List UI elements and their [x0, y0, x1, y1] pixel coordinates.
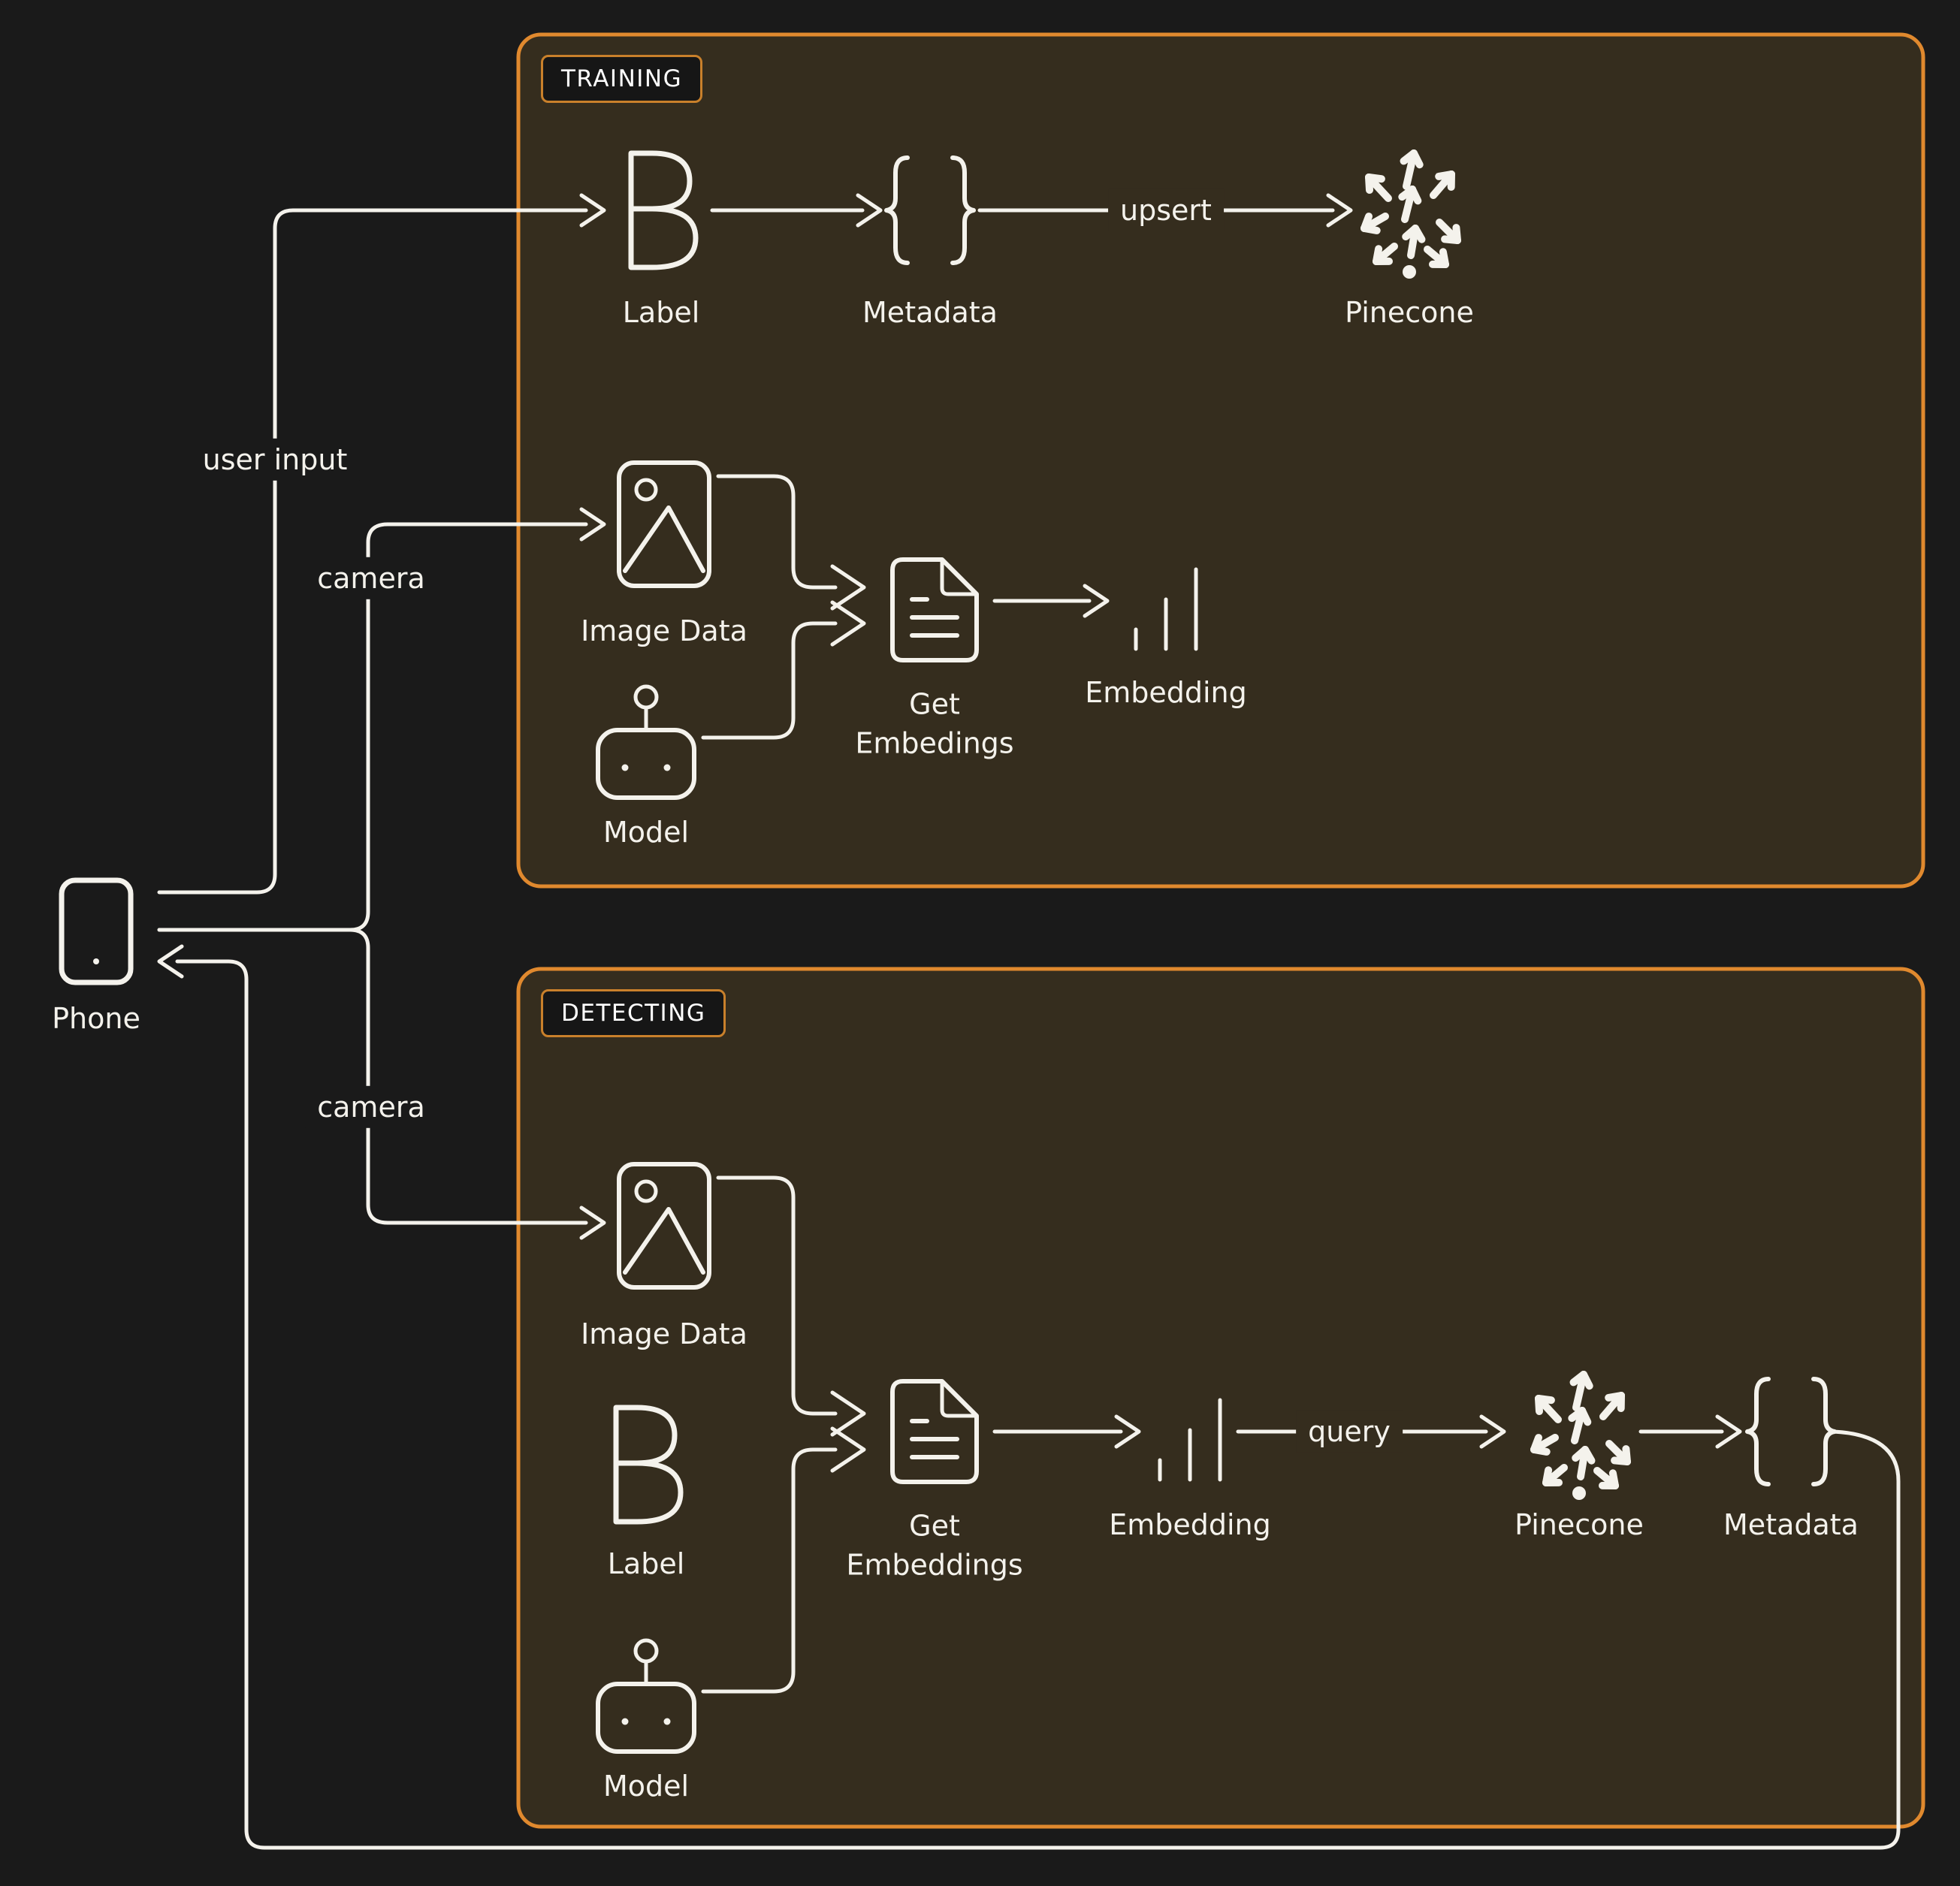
edge-camera-detecting — [157, 928, 588, 1225]
t-pinecone-label: Pinecone — [1345, 295, 1474, 329]
bars-icon — [1134, 567, 1198, 651]
training-box — [516, 32, 1925, 889]
phone-icon — [59, 877, 134, 985]
label-b-icon — [628, 150, 699, 270]
edge-label-query: query — [1296, 1410, 1403, 1453]
edge-metadata-to-phone — [175, 959, 1901, 1850]
d-image-label: Image Data — [581, 1317, 747, 1350]
arrowhead — [856, 193, 883, 228]
edge-label-camera-detecting: camera — [305, 1085, 437, 1129]
edge-user-input — [157, 208, 588, 895]
d-label-label: Label — [607, 1547, 685, 1580]
d-model-label: Model — [602, 1769, 690, 1803]
arrowhead — [830, 564, 866, 611]
t-model-label: Model — [602, 815, 690, 849]
image-icon — [617, 460, 711, 588]
t-image-label: Image Data — [581, 614, 747, 647]
label-b-icon — [613, 1405, 684, 1525]
braces-icon — [884, 155, 976, 265]
doc-icon — [890, 557, 979, 662]
arrowhead — [579, 507, 606, 542]
image-icon — [617, 1162, 711, 1290]
edge-label-user-input: user input — [190, 438, 360, 481]
doc-icon — [890, 1379, 979, 1484]
detecting-box — [516, 967, 1925, 1829]
edge-d-image-to-doc — [716, 1175, 838, 1416]
arrowhead — [1715, 1414, 1742, 1449]
d-doc-label: Get Embeddings — [846, 1509, 1023, 1582]
phone-label: Phone — [52, 1001, 140, 1035]
t-doc-label: Get Embedings — [855, 687, 1014, 760]
edge-label-camera-training: camera — [305, 557, 437, 600]
edge-t-model-to-doc — [701, 621, 838, 740]
robot-icon — [596, 1638, 696, 1754]
braces-icon — [1745, 1377, 1837, 1486]
training-badge: TRAINING — [541, 55, 703, 103]
robot-icon — [596, 684, 696, 800]
edge-d-model-to-doc — [701, 1447, 838, 1694]
t-bars-label: Embedding — [1085, 675, 1247, 709]
arrowhead — [579, 1206, 606, 1240]
d-metadata-label: Metadata — [1723, 1507, 1859, 1541]
arrowhead — [1326, 193, 1353, 228]
edge-label-upsert: upsert — [1108, 189, 1224, 232]
arrowhead — [579, 193, 606, 228]
pinecone-icon — [1361, 149, 1461, 279]
pinecone-icon — [1530, 1371, 1631, 1500]
arrowhead — [830, 600, 866, 647]
arrowhead — [830, 1426, 866, 1473]
edge-t-image-to-doc — [716, 474, 838, 590]
arrowhead — [1114, 1414, 1141, 1449]
d-pinecone-label: Pinecone — [1515, 1507, 1644, 1541]
t-metadata-label: Metadata — [862, 295, 998, 329]
t-label-label: Label — [622, 295, 700, 329]
d-bars-label: Embedding — [1109, 1507, 1271, 1541]
arrowhead — [1083, 584, 1110, 618]
arrowhead — [1479, 1414, 1506, 1449]
bars-icon — [1158, 1398, 1222, 1482]
arrowhead — [830, 1390, 866, 1437]
detecting-badge: DETECTING — [541, 989, 726, 1037]
arrowhead — [157, 944, 184, 979]
